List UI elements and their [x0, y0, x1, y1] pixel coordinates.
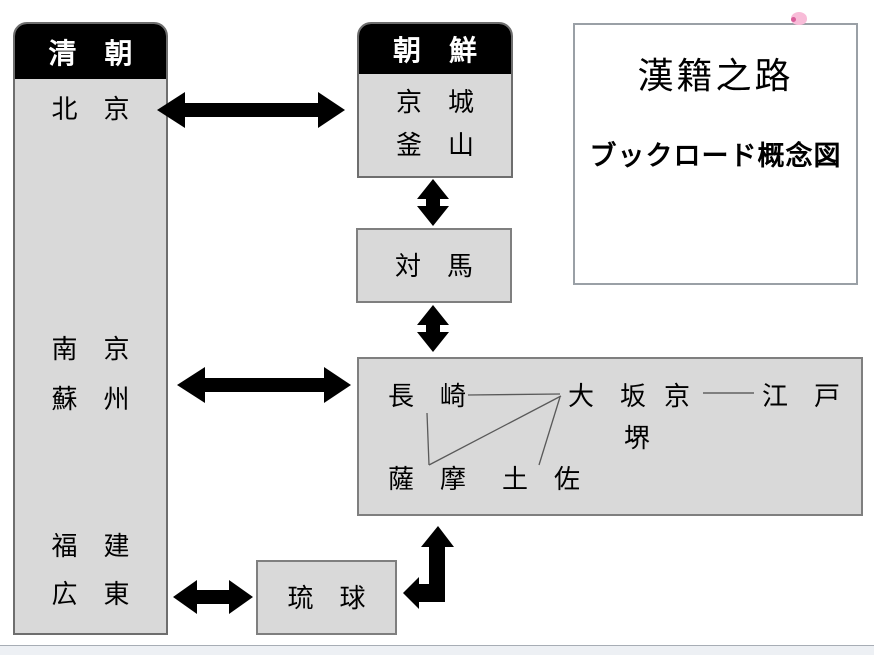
pink-accent-shape [791, 12, 807, 25]
city-beijing: 北 京 [51, 95, 130, 125]
japan-box: 長 崎 大 坂 京 江 戸 堺 薩 摩 土 佐 [357, 357, 863, 516]
bottom-edge-line [0, 645, 874, 646]
title-box: 漢籍之路 ブックロード概念図 [573, 23, 858, 285]
arrow-beijing-korea [157, 92, 345, 128]
arrow-ryukyu-japan [403, 526, 454, 609]
arrow-korea-tsushima [417, 179, 449, 226]
qing-header: 清 朝 [15, 24, 166, 79]
city-busan: 釜 山 [395, 131, 474, 161]
city-satsuma: 薩 摩 [388, 465, 467, 495]
diagram-title: 漢籍之路 [637, 56, 794, 97]
city-nanjing: 南 京 [51, 335, 130, 365]
tsushima-box: 対 馬 [356, 228, 512, 303]
city-tosa: 土 佐 [502, 465, 581, 495]
arrow-fujian-ryukyu [173, 580, 253, 614]
pink-accent-dot [791, 17, 796, 22]
qing-dynasty-box: 清 朝 北 京 南 京 蘇 州 福 建 広 東 [13, 22, 168, 635]
city-nagasaki: 長 崎 [388, 382, 467, 412]
city-suzhou: 蘇 州 [51, 385, 130, 415]
city-kyoto: 京 [664, 382, 691, 412]
city-guangdong: 広 東 [51, 580, 130, 610]
city-ryukyu: 琉 球 [287, 584, 366, 614]
city-tsushima: 対 馬 [394, 252, 473, 282]
arrow-tsushima-japan [417, 305, 449, 352]
diagram-subtitle: ブックロード概念図 [589, 141, 842, 172]
city-keijo: 京 城 [395, 88, 474, 118]
city-osaka: 大 坂 [568, 382, 647, 412]
bottom-edge-band [0, 646, 874, 655]
city-edo: 江 戸 [762, 382, 841, 412]
ryukyu-box: 琉 球 [256, 560, 397, 635]
city-sakai: 堺 [624, 424, 651, 454]
korea-header: 朝 鮮 [359, 24, 511, 74]
arrow-nanjing-japan [177, 367, 351, 403]
city-fujian: 福 建 [51, 532, 130, 562]
korea-box: 朝 鮮 京 城 釜 山 [357, 22, 513, 178]
